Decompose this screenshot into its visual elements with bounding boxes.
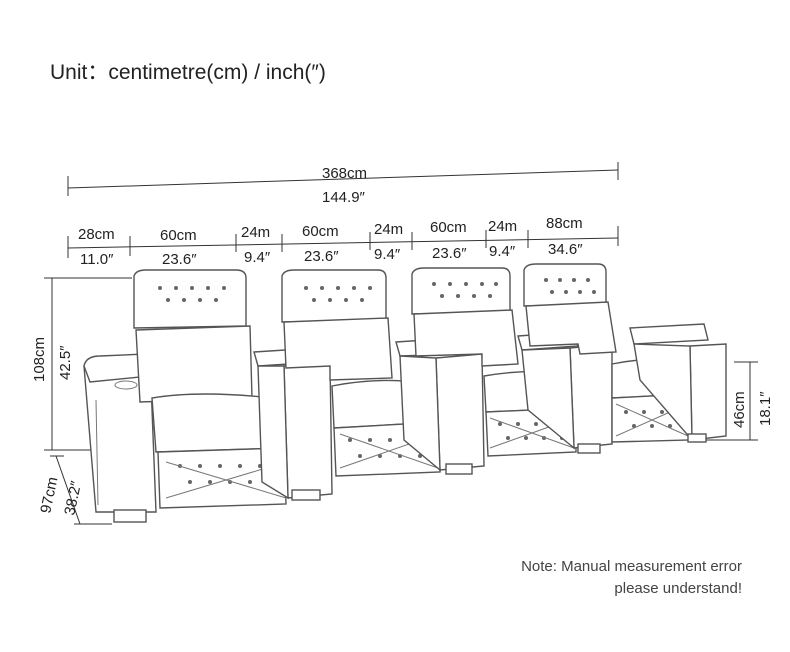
measurement-note: Note: Manual measurement error please un… [521, 556, 742, 600]
depth-inch: 38.2″ [61, 479, 85, 517]
segment-6-cm: 60cm [430, 219, 467, 236]
segment-1-cm: 28cm [78, 226, 115, 243]
console-1 [253, 347, 333, 501]
segment-2-inch: 23.6″ [162, 251, 197, 268]
seat-height-cm: 46cm [731, 391, 748, 428]
segment-6-inch: 23.6″ [432, 245, 467, 262]
seat-1 [133, 269, 287, 509]
seat-height-inch: 18.1″ [757, 391, 774, 426]
segment-8-inch: 34.6″ [548, 241, 583, 258]
home-theater-sofa-sketch [83, 263, 727, 523]
height-dimension: 108cm 42.5″ [31, 277, 132, 451]
note-line-1: Note: Manual measurement error [521, 558, 742, 575]
segment-dimensions: 28cm 11.0″ 60cm 23.6″ 24m 9.4″ 60cm 23.6… [67, 215, 619, 268]
total-width-inch: 144.9″ [322, 189, 366, 206]
total-width-line [67, 169, 619, 189]
height-cm: 108cm [31, 337, 48, 382]
segment-1-inch: 11.0″ [80, 251, 114, 268]
console-3 [517, 331, 613, 454]
segment-8-cm: 88cm [546, 215, 583, 232]
segment-2-cm: 60cm [160, 227, 197, 244]
right-armrest [629, 323, 727, 443]
unit-title: Unit：centimetre(cm) / inch(″) [50, 61, 326, 84]
height-inch: 42.5″ [57, 345, 74, 380]
segment-3-inch: 9.4″ [244, 249, 271, 266]
segment-5-inch: 9.4″ [374, 246, 401, 263]
segment-4-inch: 23.6″ [304, 248, 339, 265]
segment-7-inch: 9.4″ [489, 243, 516, 260]
segment-5-cm: 24m [374, 221, 403, 238]
segment-7-cm: 24m [488, 218, 517, 235]
segment-line [67, 237, 619, 249]
depth-cm: 97cm [37, 475, 61, 514]
depth-line [55, 455, 81, 525]
total-width-cm: 368cm [322, 165, 367, 182]
note-line-2: please understand! [614, 580, 742, 597]
total-width-dimension: 368cm 144.9″ [67, 162, 619, 206]
seat-3 [411, 267, 577, 457]
segment-4-cm: 60cm [302, 223, 339, 240]
seat-height-dimension: 46cm 18.1″ [706, 361, 774, 441]
segment-3-cm: 24m [241, 224, 270, 241]
